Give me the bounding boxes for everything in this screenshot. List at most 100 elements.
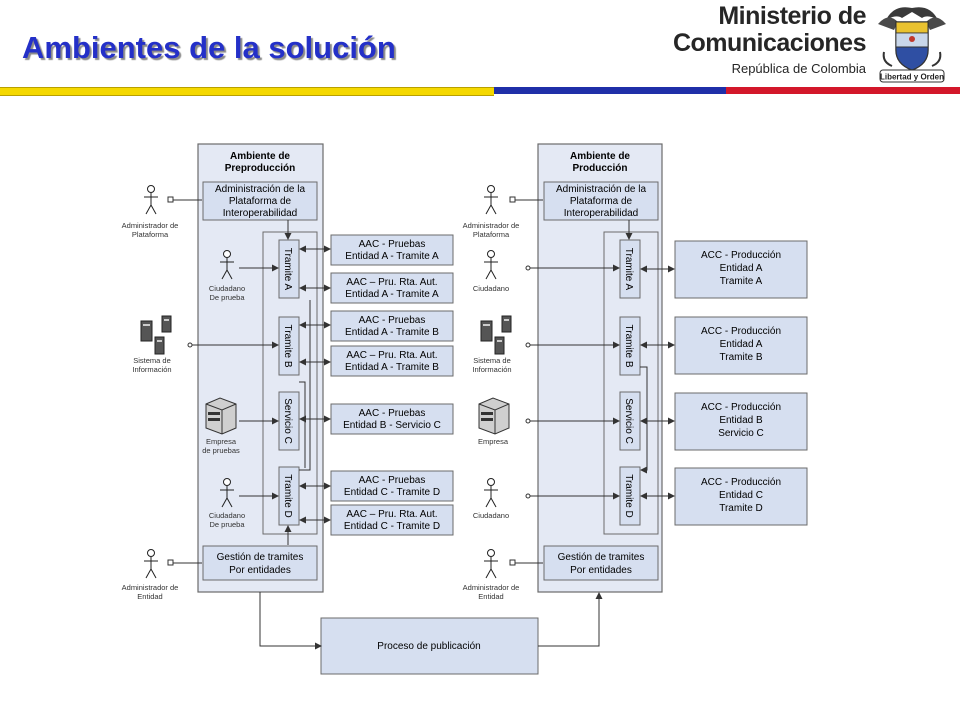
preproduction-title-1: Ambiente de <box>230 151 290 162</box>
pre-admin-entidad-actor-icon <box>144 549 158 579</box>
acc-2-line3: Tramite B <box>720 352 763 363</box>
aac-2-line1: AAC – Pru. Rta. Aut. <box>346 277 437 288</box>
publication-process-box <box>320 617 539 675</box>
publication-process-label: Proceso de publicación <box>377 641 480 652</box>
prod-admin-ent-label-2: Entidad <box>478 592 503 601</box>
pre-actor-connectors <box>167 196 279 566</box>
aac-7-line2: Entidad C - Tramite D <box>344 521 440 532</box>
aac-4-line1: AAC – Pru. Rta. Aut. <box>346 350 437 361</box>
aac-3-line1: AAC - Pruebas <box>359 315 426 326</box>
acc-box-1 <box>674 240 808 299</box>
aac-box-4 <box>330 345 454 377</box>
pre-admin-ent-label-2: Entidad <box>137 592 162 601</box>
prod-admin-entidad-actor-icon <box>484 549 498 579</box>
prod-gestion-line2: Por entidades <box>570 565 632 576</box>
aac-box-5 <box>330 403 454 435</box>
acc-1-line1: ACC - Producción <box>701 250 781 261</box>
ministry-line2: Comunicaciones <box>672 29 867 57</box>
flag-yellow-stripe <box>0 87 494 96</box>
pre-admin-plataforma-actor-icon <box>144 185 158 215</box>
pre-empresa-building-icon <box>205 397 237 435</box>
acc-4-line3: Tramite D <box>719 503 763 514</box>
pre-admin-plat-label-2: Plataforma <box>132 230 169 239</box>
prod-ciud2-label: Ciudadano <box>473 511 509 520</box>
prod-admin-plat-port <box>509 196 516 203</box>
pre-sistema-informacion-server-icon <box>140 315 172 355</box>
pre-admin-ent-label-1: Administrador de <box>122 583 179 592</box>
acc-boxes: ACC - Producción Entidad A Tramite A ACC… <box>674 240 808 526</box>
pre-tramite-b-box <box>278 316 300 376</box>
prod-admin-line2: Plataforma de <box>570 196 633 207</box>
prod-tramites-group <box>603 231 659 535</box>
pre-tramites-group <box>262 231 318 535</box>
flag-red-stripe <box>726 87 960 94</box>
acc-box-2 <box>674 316 808 375</box>
slide-title: Ambientes de la solución <box>22 30 396 65</box>
pre-admin-line1: Administración de la <box>215 184 305 195</box>
aac-connectors <box>284 220 331 545</box>
pre-servicio-c-label: Servicio C <box>282 398 293 444</box>
prod-tramite-d-label: Tramite D <box>623 474 634 518</box>
pre-ciud2-label-1: Ciudadano <box>209 511 245 520</box>
prod-gestion-line1: Gestión de tramites <box>558 552 645 563</box>
aac-box-1 <box>330 234 454 266</box>
prod-admin-plat-label-2: Plataforma <box>473 230 510 239</box>
aac-7-line1: AAC – Pru. Rta. Aut. <box>346 509 437 520</box>
pre-tramite-d-label: Tramite D <box>282 474 293 518</box>
pre-admin-line3: Interoperabilidad <box>223 208 298 219</box>
prod-sistema-informacion-server-icon <box>480 315 512 355</box>
prod-admin-line1: Administración de la <box>556 184 646 195</box>
aac-6-line2: Entidad C - Tramite D <box>344 487 440 498</box>
pre-ciudadano-2-actor-icon <box>220 478 234 508</box>
prod-admin-plataforma-actor-icon <box>484 185 498 215</box>
acc-1-line2: Entidad A <box>720 263 763 274</box>
prod-tramite-b-label: Tramite B <box>623 325 634 368</box>
prod-actor-connectors <box>509 196 620 566</box>
prod-gestion-box <box>543 545 659 581</box>
publication-to-prod-connector <box>538 592 603 647</box>
prod-ciud2-port <box>525 493 531 499</box>
prod-admin-ent-label-1: Administrador de <box>463 583 520 592</box>
aac-3-line2: Entidad A - Tramite B <box>345 327 439 338</box>
aac-1-line1: AAC - Pruebas <box>359 239 426 250</box>
acc-box-4 <box>674 467 808 526</box>
aac-6-line1: AAC - Pruebas <box>359 475 426 486</box>
prod-ciud1-port <box>525 265 531 271</box>
aac-boxes: AAC - Pruebas Entidad A - Tramite A AAC … <box>330 234 454 536</box>
pre-empresa-label-2: de pruebas <box>202 446 240 455</box>
ministry-line3: República de Colombia <box>731 61 866 76</box>
aac-2-line2: Entidad A - Tramite A <box>345 289 439 300</box>
pre-admin-plat-label-1: Administrador de <box>122 221 179 230</box>
pre-ciudadano-1-actor-icon <box>220 250 234 280</box>
prod-admin-ent-port <box>509 559 516 566</box>
pre-sistema-label-1: Sistema de <box>133 356 171 365</box>
pre-admin-box <box>202 181 318 221</box>
prod-ciud1-label: Ciudadano <box>473 284 509 293</box>
pre-sistema-port <box>187 342 193 348</box>
prod-empresa-port <box>525 418 531 424</box>
aac-5-line1: AAC - Pruebas <box>359 408 426 419</box>
pre-gestion-box <box>202 545 318 581</box>
pre-tramite-a-label: Tramite A <box>282 248 293 291</box>
production-title-1: Ambiente de <box>570 151 630 162</box>
pre-tramite-b-label: Tramite B <box>282 325 293 368</box>
aac-box-6 <box>330 470 454 502</box>
ministry-logo-text: Ministerio de Comunicaciones República d… <box>672 4 867 76</box>
pre-ciud2-label-2: De prueba <box>209 520 245 529</box>
prod-tramite-a-label: Tramite A <box>623 248 634 291</box>
acc-4-line2: Entidad C <box>719 490 763 501</box>
aac-5-line2: Entidad B - Servicio C <box>343 420 441 431</box>
prod-empresa-label: Empresa <box>478 437 509 446</box>
aac-4-line2: Entidad A - Tramite B <box>345 362 439 373</box>
acc-connectors <box>625 220 675 500</box>
aac-box-7 <box>330 504 454 536</box>
pre-admin-line2: Plataforma de <box>229 196 292 207</box>
pre-internal-link-2 <box>299 300 311 471</box>
acc-1-line3: Tramite A <box>720 276 763 287</box>
pre-internal-link <box>299 381 306 468</box>
prod-admin-box <box>543 181 659 221</box>
pre-gestion-line2: Por entidades <box>229 565 291 576</box>
acc-2-line2: Entidad A <box>720 339 763 350</box>
prod-sistema-label-2: Información <box>472 365 511 374</box>
